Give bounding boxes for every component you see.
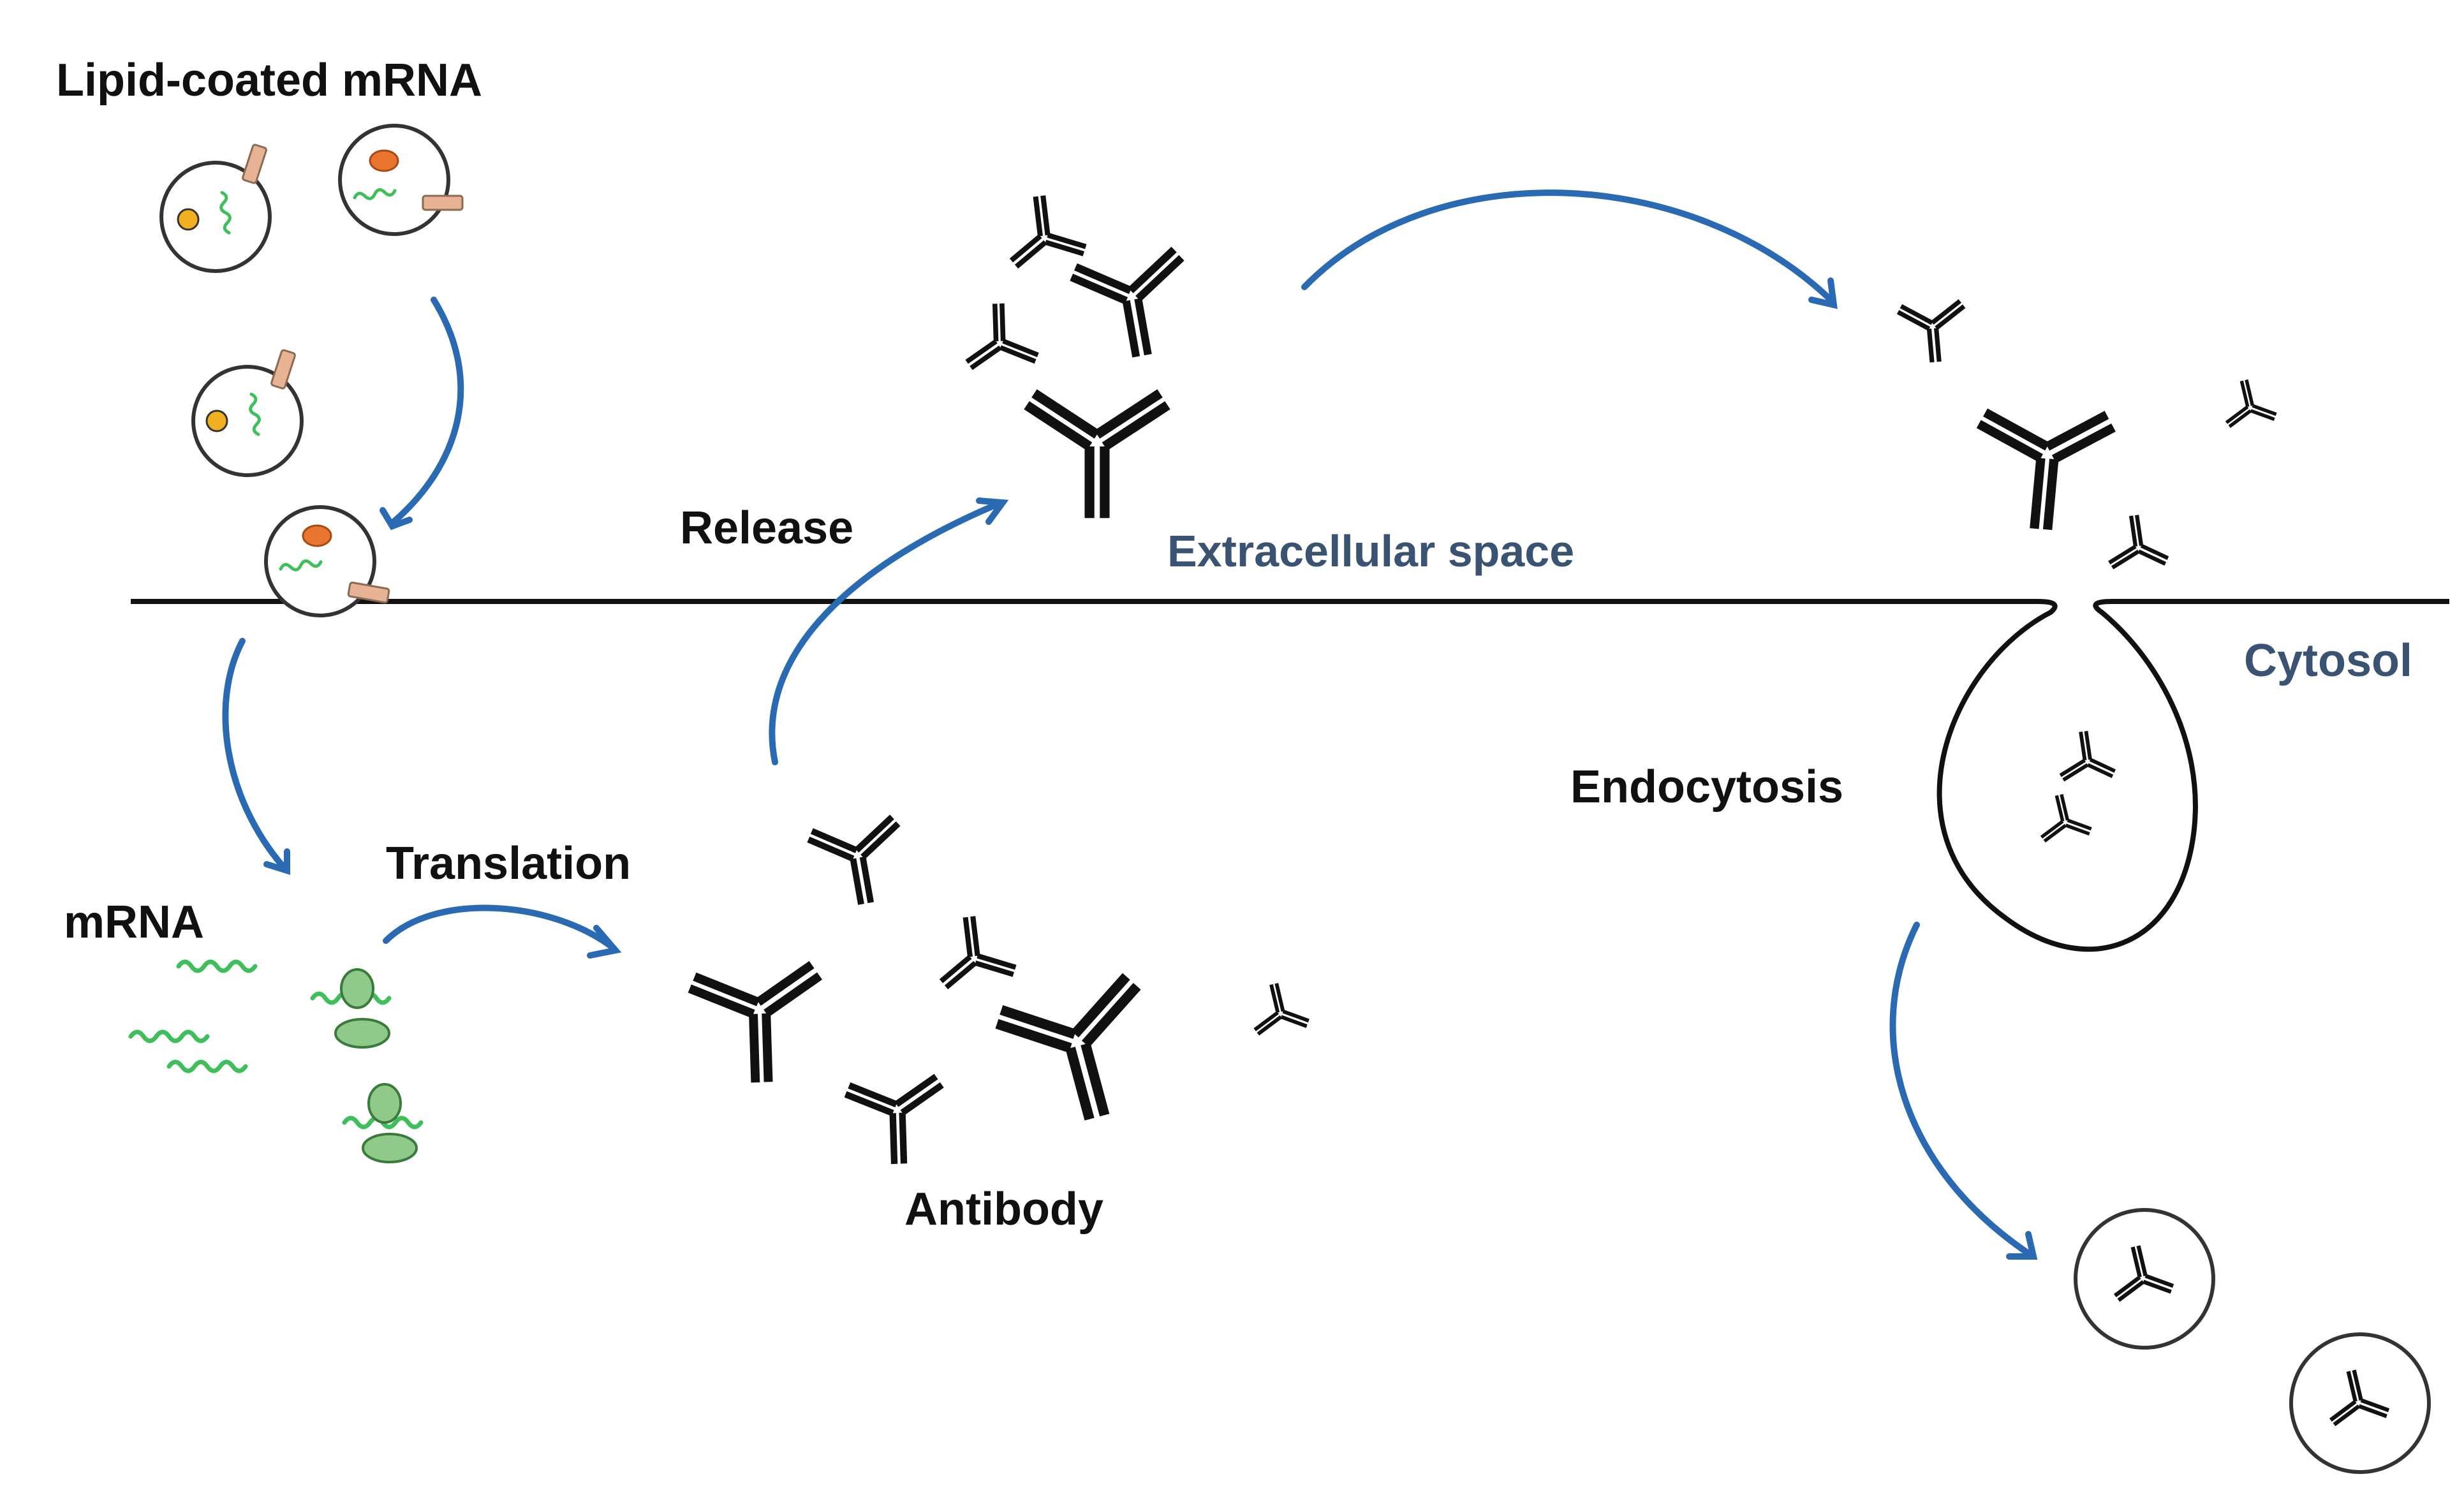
lipid-nanoparticle-icon <box>159 144 272 273</box>
antibody-icon <box>948 300 1040 394</box>
antibody-icon <box>1898 300 1969 365</box>
arrow-reuptake <box>1301 189 1834 303</box>
antibody-icon <box>843 1042 966 1168</box>
antibody-icon <box>807 816 911 911</box>
label-extracellular-space: Extracellular space <box>1167 526 1574 576</box>
antibody-icon <box>2108 513 2179 587</box>
cell-membrane <box>131 599 2449 952</box>
antibody-icon <box>2059 729 2125 798</box>
process-arrows <box>222 189 2038 1260</box>
lipid-nanoparticle-icon <box>264 505 390 617</box>
label-antibody: Antibody <box>904 1184 1103 1235</box>
mrna-strand-icon <box>131 1032 207 1041</box>
label-translation: Translation <box>386 838 631 889</box>
vesicles <box>2074 1208 2431 1474</box>
arrow-entry <box>222 638 287 871</box>
arrow-endosome-exit <box>1889 922 2032 1256</box>
label-cytosol: Cytosol <box>2244 635 2412 686</box>
arrow-release <box>769 501 1001 765</box>
mrna-strand-icon <box>169 1062 246 1071</box>
endosome-icon <box>2289 1332 2431 1474</box>
arrow-uptake <box>389 297 464 526</box>
arrow-translation <box>383 904 616 950</box>
antibody-icon <box>1070 249 1197 365</box>
antibodies-endosome <box>2040 729 2125 855</box>
antibody-icon <box>994 975 1167 1136</box>
lipid-nanoparticle-icon <box>191 349 304 477</box>
antibody-icon <box>1254 982 1317 1049</box>
lipid-nanoparticles <box>159 124 464 617</box>
antibody-icon <box>1975 363 2141 535</box>
antibodies-intracellular <box>686 816 1317 1168</box>
antibody-icon <box>686 918 853 1088</box>
label-lipid-coated-mrna: Lipid-coated mRNA <box>56 55 482 106</box>
mrna-strand-icon <box>179 962 255 971</box>
antibody-icon <box>2040 793 2099 855</box>
antibody-icon <box>1027 394 1168 519</box>
label-endocytosis: Endocytosis <box>1570 762 1843 813</box>
ribosome-icon <box>334 968 390 1049</box>
antibody-icon <box>2225 378 2284 440</box>
label-mrna: mRNA <box>64 897 204 948</box>
antibodies-extracellular <box>948 193 2283 587</box>
antibody-icon <box>920 913 1018 1013</box>
lipid-nanoparticle-icon <box>338 124 464 236</box>
endosome-icon <box>2074 1208 2215 1350</box>
label-release: Release <box>680 503 853 554</box>
